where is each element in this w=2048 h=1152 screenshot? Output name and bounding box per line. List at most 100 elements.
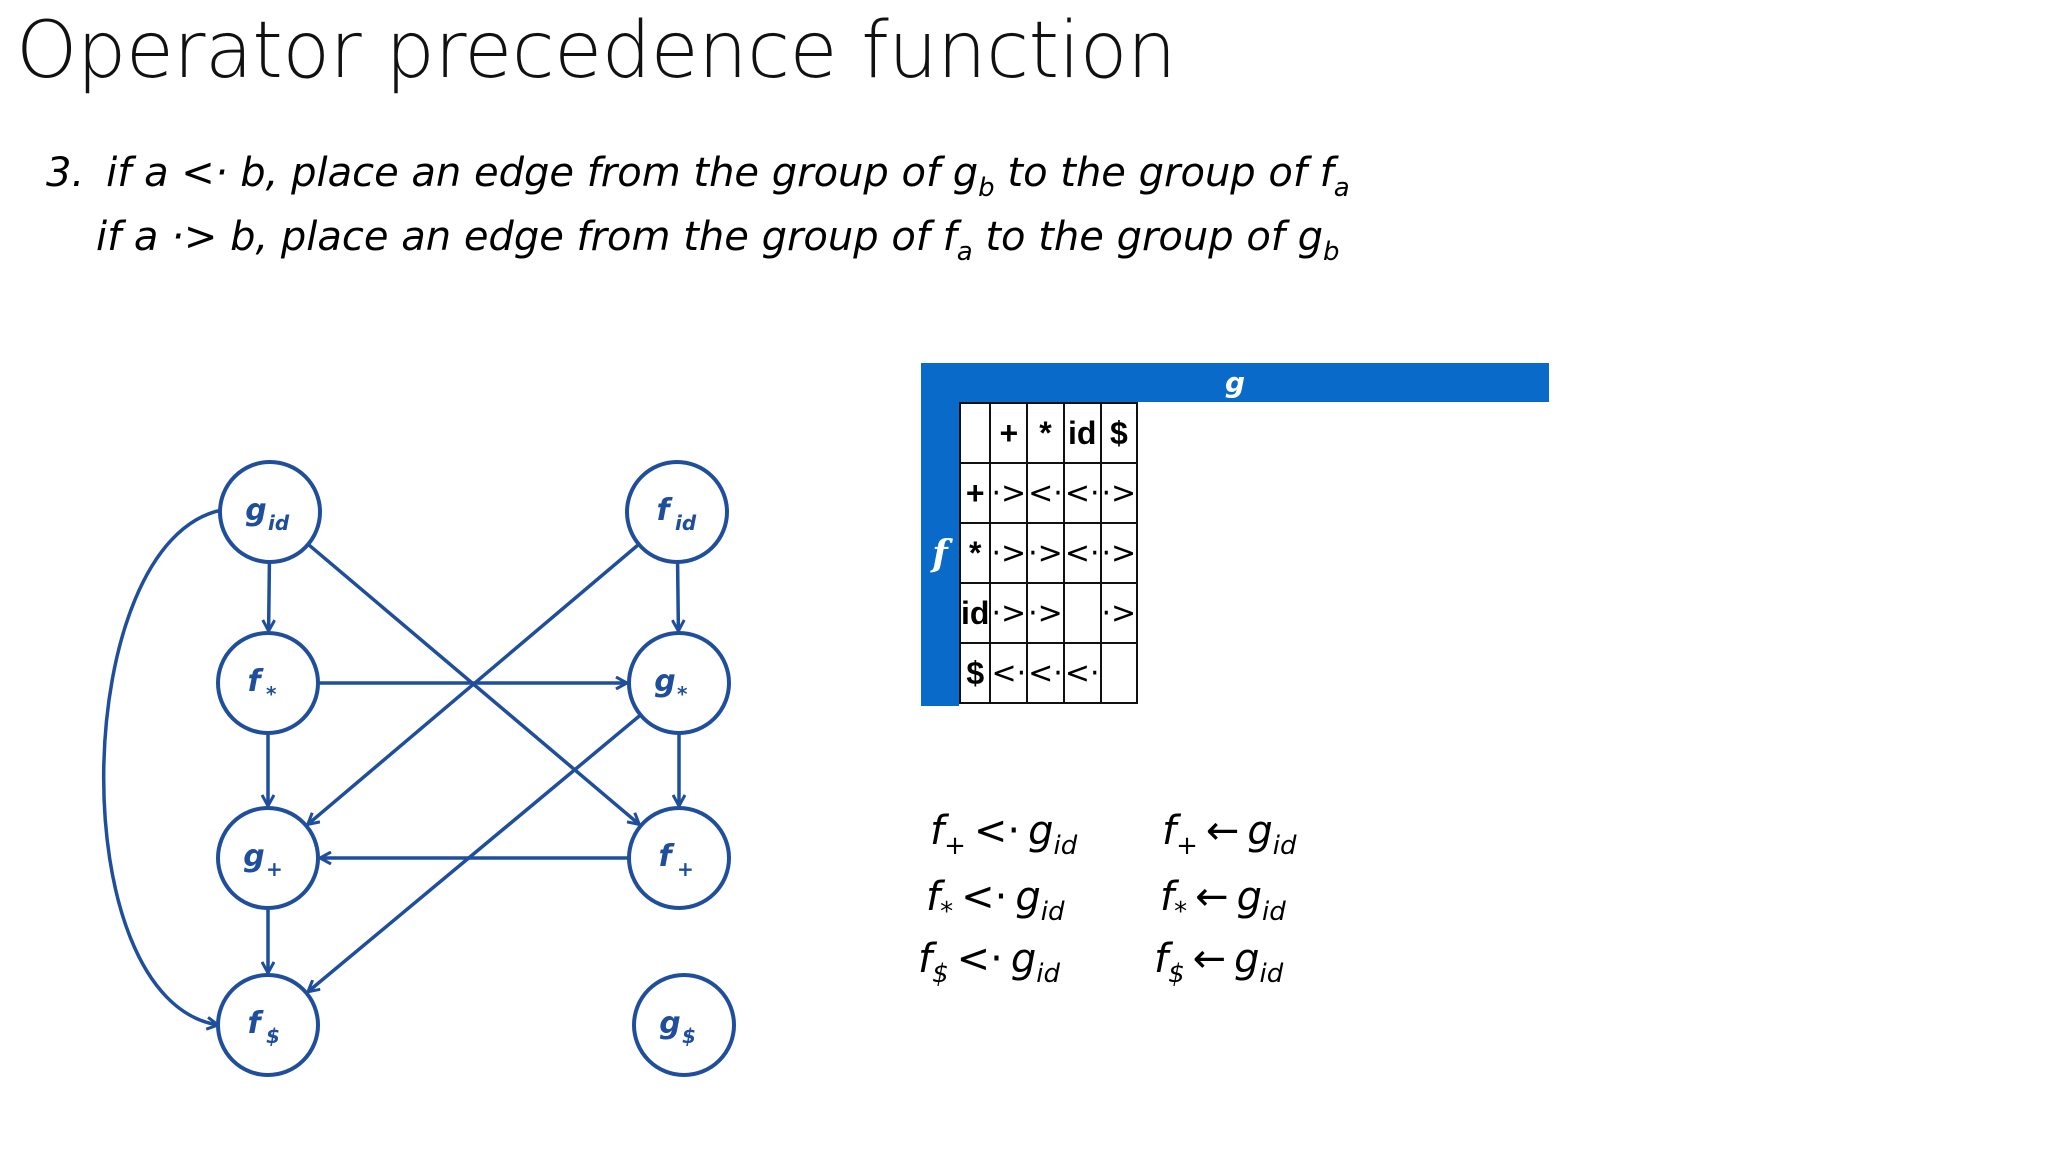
relation-g-sub: id bbox=[1262, 897, 1286, 927]
rule-line-1-text-b: to the group of f bbox=[994, 150, 1334, 196]
relation-right-1: f+←gid bbox=[1162, 808, 1297, 861]
relation-f: f bbox=[930, 808, 945, 854]
edge-g_star-to-f_dollar bbox=[308, 713, 642, 992]
table-row: $ <· <· <· bbox=[958, 642, 1139, 704]
node-g_dollar: g$ bbox=[632, 973, 736, 1077]
table-cell: ·> bbox=[989, 462, 1029, 524]
column-header: + bbox=[989, 402, 1029, 464]
rule-line-2-sub-a: a bbox=[956, 237, 973, 267]
table-cell: ·> bbox=[1026, 582, 1065, 644]
relation-f: f bbox=[926, 874, 941, 920]
edge-f_id-to-g_star bbox=[678, 561, 679, 631]
node-label: f bbox=[247, 1006, 264, 1041]
rule-line-1-text-a: if a <· b, place an edge from the group … bbox=[106, 150, 979, 196]
relation-f-sub: + bbox=[1176, 831, 1198, 861]
relation-op: <· bbox=[961, 874, 1008, 920]
node-circle bbox=[632, 973, 736, 1077]
precedence-grid: + * id $ + ·> <· <· ·> * ·> ·> <· ·> id … bbox=[958, 402, 1139, 704]
row-group-label: f bbox=[932, 533, 948, 575]
table-cell bbox=[1099, 642, 1139, 704]
relation-g-sub: id bbox=[1259, 959, 1284, 989]
relation-g: g bbox=[1234, 936, 1260, 982]
relation-f-sub: $ bbox=[932, 959, 949, 989]
node-subscript: $ bbox=[682, 1024, 696, 1048]
relation-g-sub: id bbox=[1036, 959, 1060, 989]
table-cell: <· bbox=[1062, 462, 1102, 524]
relation-f-sub: + bbox=[944, 831, 966, 861]
table-cell: <· bbox=[1062, 642, 1102, 704]
rule-line-1-sub-b: a bbox=[1333, 173, 1350, 203]
column-group-header: g bbox=[921, 363, 1549, 402]
relation-g: g bbox=[1236, 874, 1262, 920]
rule-line-2-text-a: if a ·> b, place an edge from the group … bbox=[96, 214, 957, 260]
table-cell bbox=[1062, 582, 1102, 644]
relation-f-sub: * bbox=[1174, 897, 1188, 927]
node-label: f bbox=[656, 493, 673, 528]
table-cell: ·> bbox=[989, 522, 1029, 584]
table-row: + ·> <· <· ·> bbox=[958, 462, 1139, 524]
table-cell: ·> bbox=[1026, 522, 1065, 584]
node-label: f bbox=[247, 664, 264, 699]
table-header-row: + * id $ bbox=[958, 402, 1139, 464]
node-circle bbox=[627, 806, 731, 910]
relation-g: g bbox=[1247, 808, 1273, 854]
relation-f: f bbox=[918, 936, 933, 982]
node-circle bbox=[627, 631, 731, 735]
node-label: g bbox=[243, 839, 264, 874]
node-f_plus: f+ bbox=[627, 806, 731, 910]
left-arrow-icon: ← bbox=[1205, 808, 1240, 854]
column-header: * bbox=[1026, 402, 1065, 464]
page-title: Operator precedence function bbox=[16, 6, 1176, 96]
node-circle bbox=[216, 806, 320, 910]
rule-line-2-text-b: to the group of g bbox=[972, 214, 1323, 260]
node-subscript: + bbox=[677, 857, 694, 881]
node-circle bbox=[218, 460, 322, 564]
node-circle bbox=[216, 973, 320, 1077]
rule-line-1: 3.if a <· b, place an edge from the grou… bbox=[46, 150, 1350, 203]
relation-op: <· bbox=[956, 936, 1003, 982]
relation-left-1: f+<·gid bbox=[930, 808, 1077, 861]
table-cell: <· bbox=[1062, 522, 1102, 584]
node-subscript: * bbox=[266, 682, 277, 706]
column-header: id bbox=[1062, 402, 1102, 464]
edge-g_id-to-f_dollar bbox=[102, 508, 223, 1025]
node-subscript: + bbox=[266, 857, 283, 881]
table-cell: <· bbox=[1026, 642, 1065, 704]
table-cell: <· bbox=[989, 642, 1029, 704]
relation-g: g bbox=[1010, 936, 1037, 982]
left-arrow-icon: ← bbox=[1195, 874, 1229, 920]
relation-right-2: f*←gid bbox=[1160, 874, 1286, 927]
relation-g: g bbox=[1028, 808, 1054, 854]
relation-left-3: f$<·gid bbox=[918, 936, 1060, 989]
node-f_star: f* bbox=[216, 631, 320, 735]
row-header: * bbox=[958, 522, 992, 584]
node-f_dollar: f$ bbox=[216, 973, 320, 1077]
relation-f: f bbox=[1160, 874, 1175, 920]
rule-line-2: if a ·> b, place an edge from the group … bbox=[96, 214, 1340, 267]
left-arrow-icon: ← bbox=[1192, 936, 1227, 982]
relation-g: g bbox=[1015, 874, 1041, 920]
node-circle bbox=[625, 460, 729, 564]
relation-g-sub: id bbox=[1053, 831, 1078, 861]
row-header: $ bbox=[958, 642, 992, 704]
relation-right-3: f$←gid bbox=[1154, 936, 1283, 989]
node-label: f bbox=[658, 839, 675, 874]
relation-op: <· bbox=[973, 808, 1021, 854]
edge-g_id-to-f_star bbox=[269, 561, 270, 631]
node-g_plus: g+ bbox=[216, 806, 320, 910]
table-row: id ·> ·> ·> bbox=[958, 582, 1139, 644]
node-circle bbox=[216, 631, 320, 735]
relation-left-2: f*<·gid bbox=[926, 874, 1064, 927]
node-subscript: id bbox=[268, 511, 290, 535]
relation-f: f bbox=[1154, 936, 1169, 982]
column-header: $ bbox=[1099, 402, 1139, 464]
node-subscript: $ bbox=[266, 1024, 280, 1048]
rule-line-1-sub-a: b bbox=[978, 173, 995, 203]
table-cell: ·> bbox=[1099, 462, 1139, 524]
row-group-header: f bbox=[921, 402, 959, 706]
node-subscript: * bbox=[677, 682, 688, 706]
node-label: g bbox=[245, 493, 266, 528]
